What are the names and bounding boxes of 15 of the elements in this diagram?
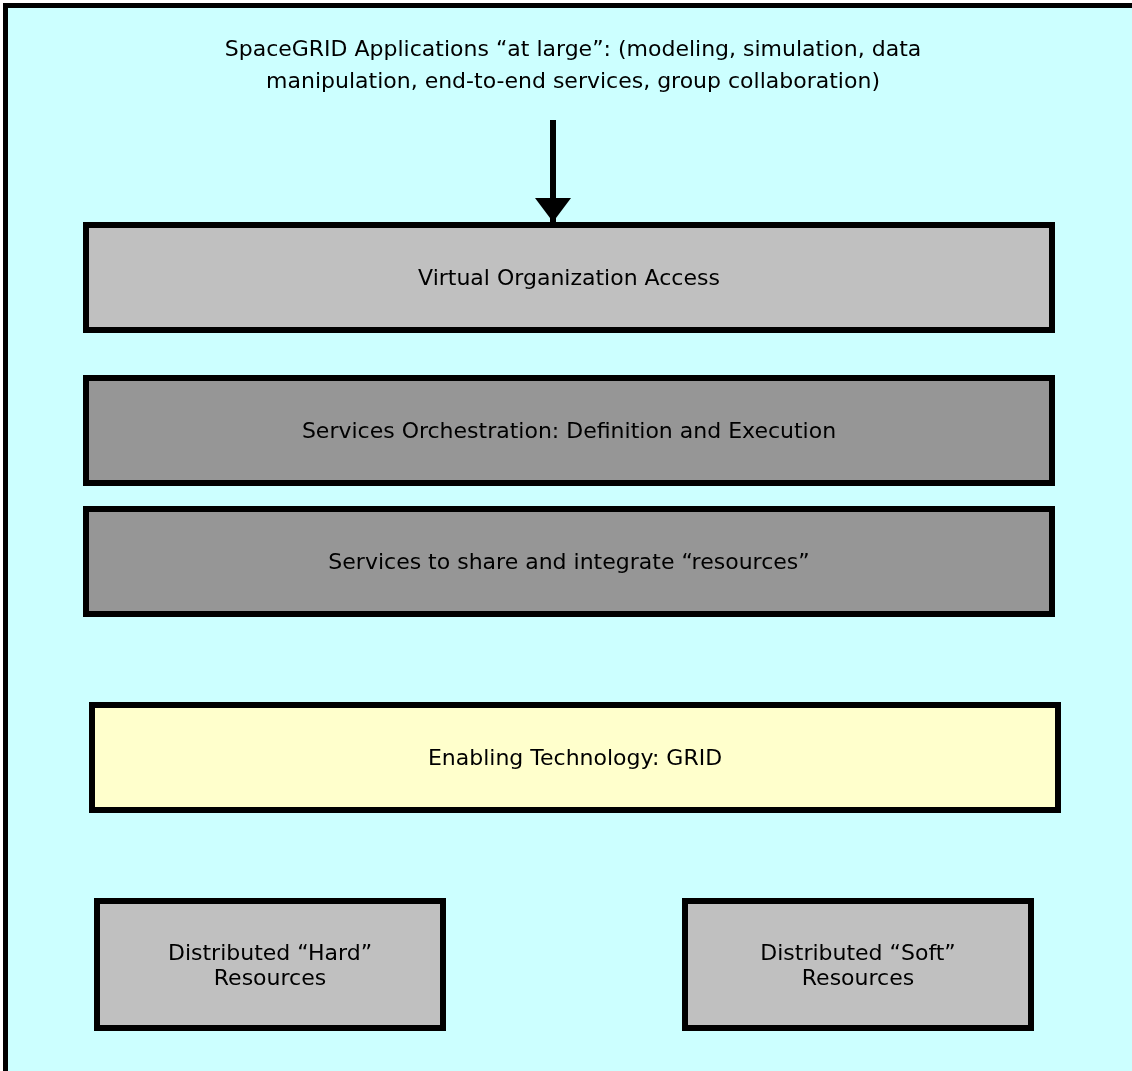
layer-label: Services Orchestration: Definition and Execution bbox=[301, 418, 837, 443]
layer-label: Distributed “Soft” Resources bbox=[759, 939, 957, 990]
arrow bbox=[535, 120, 571, 222]
layer-box bbox=[682, 898, 1034, 1031]
heading-text: SpaceGRID Applications “at large”: (modeling, simulation, data manipulation, end-to-end services, group collaboration) bbox=[223, 35, 923, 95]
layer-label: Services to share and integrate “resources” bbox=[328, 549, 810, 574]
layer-label: Distributed “Hard” Resources bbox=[166, 939, 374, 990]
layer-box bbox=[83, 506, 1055, 617]
layer-label: Virtual Organization Access bbox=[418, 265, 720, 290]
layer-box bbox=[83, 375, 1055, 486]
background-panel bbox=[3, 3, 1132, 1071]
layer-label: Enabling Technology: GRID bbox=[427, 745, 723, 770]
layer-box bbox=[83, 222, 1055, 333]
layer-box bbox=[94, 898, 446, 1031]
layer-box bbox=[89, 702, 1061, 813]
